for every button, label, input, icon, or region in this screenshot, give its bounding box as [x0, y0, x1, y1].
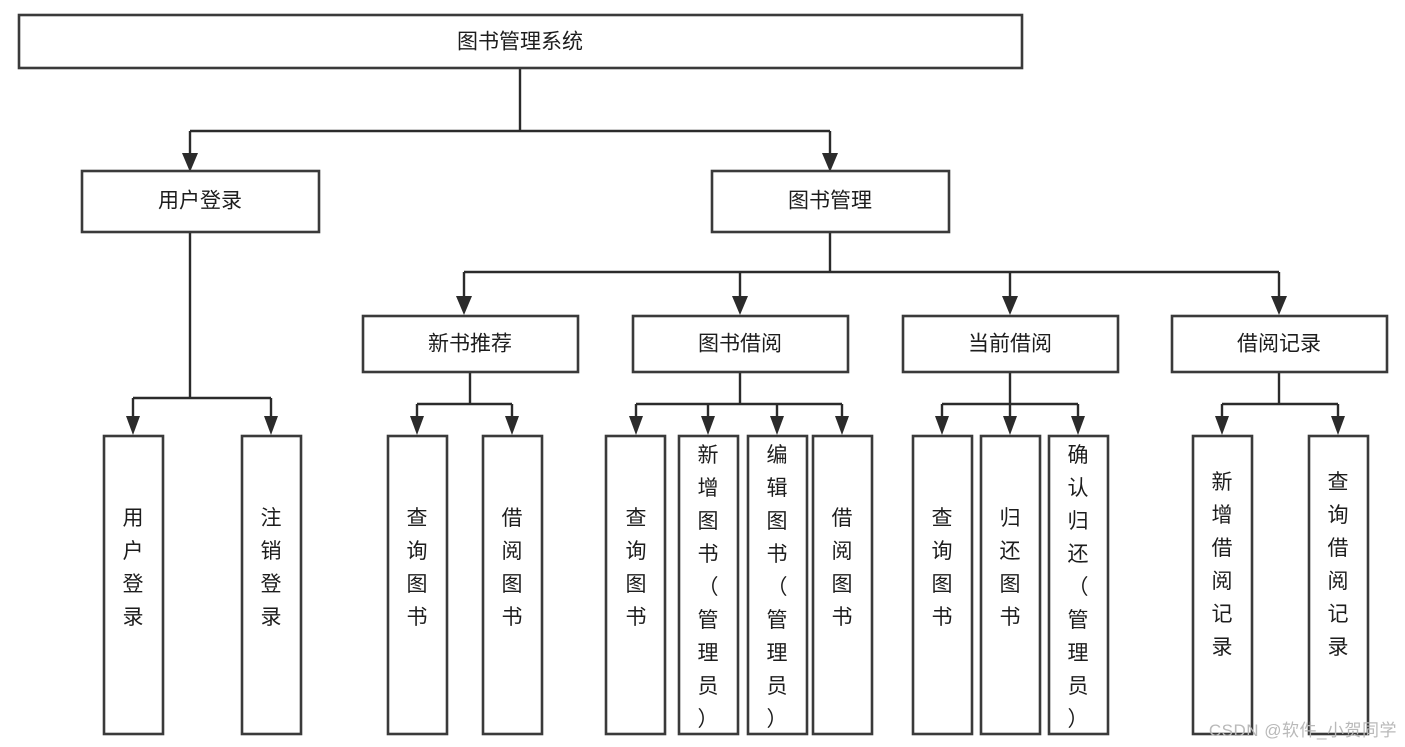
- leaf-current-borrow-2-label: 确认归还（管理员）: [1068, 444, 1089, 731]
- node-current-borrow-box[interactable]: [901, 314, 1120, 374]
- node-book-borrow[interactable]: 图书借阅: [631, 314, 850, 374]
- arrowhead-leaf-borrow-record-0: [1215, 416, 1229, 435]
- leaf-new-book-1-label: 借阅图书: [502, 507, 523, 629]
- leaf-book-borrow-1-label: 新增图书（管理员）: [698, 444, 719, 731]
- arrowhead-borrow-record: [1271, 296, 1287, 315]
- node-new-book-recommend-label: 新书推荐: [428, 333, 512, 356]
- node-root[interactable]: 图书管理系统: [17, 13, 1024, 70]
- leaf-book-borrow-1-box[interactable]: [677, 434, 740, 736]
- leaf-borrow-record-0-box[interactable]: [1191, 434, 1254, 736]
- leaf-new-book-1[interactable]: 借阅图书: [481, 434, 544, 736]
- node-user-login-box[interactable]: [80, 169, 321, 234]
- arrowhead-leaf-book-borrow-1: [701, 416, 715, 435]
- csdn-watermark: CSDN @软件_小贺同学: [1208, 721, 1397, 740]
- arrowhead-current-borrow: [1002, 296, 1018, 315]
- leaf-current-borrow-2[interactable]: 确认归还（管理员）: [1047, 434, 1110, 736]
- arrowhead-leaf-new-book-1: [505, 416, 519, 435]
- node-book-management-box[interactable]: [710, 169, 951, 234]
- leaf-new-book-1-box[interactable]: [481, 434, 544, 736]
- leaf-book-borrow-0-box[interactable]: [604, 434, 667, 736]
- leaf-user-login-0[interactable]: 用户登录: [102, 434, 165, 736]
- node-book-management-label: 图书管理: [788, 190, 872, 213]
- leaf-borrow-record-1-box[interactable]: [1307, 434, 1370, 736]
- leaf-borrow-record-1-label: 查询借阅记录: [1328, 471, 1349, 659]
- node-new-book-recommend[interactable]: 新书推荐: [361, 314, 580, 374]
- node-book-management[interactable]: 图书管理: [710, 169, 951, 234]
- leaf-book-borrow-2[interactable]: 编辑图书（管理员）: [746, 434, 809, 736]
- leaf-new-book-0[interactable]: 查询图书: [386, 434, 449, 736]
- leaf-new-book-0-box[interactable]: [386, 434, 449, 736]
- leaf-current-borrow-1-label: 归还图书: [1000, 507, 1021, 629]
- node-current-borrow-label: 当前借阅: [968, 333, 1052, 356]
- node-root-box[interactable]: [17, 13, 1024, 70]
- leaf-book-borrow-0-label: 查询图书: [626, 507, 647, 629]
- leaf-book-borrow-2-label: 编辑图书（管理员）: [767, 444, 788, 731]
- node-new-book-recommend-box[interactable]: [361, 314, 580, 374]
- node-book-borrow-box[interactable]: [631, 314, 850, 374]
- node-user-login[interactable]: 用户登录: [80, 169, 321, 234]
- leaf-current-borrow-2-box[interactable]: [1047, 434, 1110, 736]
- arrowhead-new-book: [456, 296, 472, 315]
- leaf-current-borrow-1-box[interactable]: [979, 434, 1042, 736]
- leaf-current-borrow-1[interactable]: 归还图书: [979, 434, 1042, 736]
- arrowhead-leaf-book-borrow-3: [835, 416, 849, 435]
- arrowhead-user-login: [182, 153, 198, 172]
- node-root-label: 图书管理系统: [457, 31, 583, 54]
- leaf-borrow-record-0-label: 新增借阅记录: [1212, 471, 1233, 659]
- leaf-user-login-1[interactable]: 注销登录: [240, 434, 303, 736]
- leaf-user-login-0-box[interactable]: [102, 434, 165, 736]
- node-borrow-record[interactable]: 借阅记录: [1170, 314, 1389, 374]
- leaf-book-borrow-3-box[interactable]: [811, 434, 874, 736]
- arrowhead-leaf-current-borrow-1: [1003, 416, 1017, 435]
- arrowhead-leaf-book-borrow-0: [629, 416, 643, 435]
- node-borrow-record-label: 借阅记录: [1237, 333, 1321, 356]
- leaf-borrow-record-1[interactable]: 查询借阅记录: [1307, 434, 1370, 736]
- leaf-book-borrow-3[interactable]: 借阅图书: [811, 434, 874, 736]
- leaf-new-book-0-label: 查询图书: [407, 507, 428, 629]
- connector-layer: [126, 68, 1345, 435]
- leaf-user-login-1-box[interactable]: [240, 434, 303, 736]
- leaf-book-borrow-1[interactable]: 新增图书（管理员）: [677, 434, 740, 736]
- node-user-login-label: 用户登录: [158, 190, 242, 213]
- arrowhead-leaf-user-login-1: [264, 416, 278, 435]
- leaf-current-borrow-0-label: 查询图书: [932, 507, 953, 629]
- leaf-book-borrow-2-box[interactable]: [746, 434, 809, 736]
- arrowhead-leaf-current-borrow-2: [1071, 416, 1085, 435]
- arrowhead-leaf-user-login-0: [126, 416, 140, 435]
- arrowhead-book-mgmt: [822, 153, 838, 172]
- arrowhead-book-borrow: [732, 296, 748, 315]
- leaf-book-borrow-0[interactable]: 查询图书: [604, 434, 667, 736]
- node-current-borrow[interactable]: 当前借阅: [901, 314, 1120, 374]
- arrowhead-leaf-current-borrow-0: [935, 416, 949, 435]
- arrowhead-leaf-new-book-0: [410, 416, 424, 435]
- leaf-book-borrow-3-label: 借阅图书: [832, 507, 853, 629]
- arrowhead-leaf-book-borrow-2: [770, 416, 784, 435]
- leaf-current-borrow-0[interactable]: 查询图书: [911, 434, 974, 736]
- node-book-borrow-label: 图书借阅: [698, 333, 782, 356]
- leaf-user-login-1-label: 注销登录: [261, 507, 282, 629]
- leaf-borrow-record-0[interactable]: 新增借阅记录: [1191, 434, 1254, 736]
- arrowhead-leaf-borrow-record-1: [1331, 416, 1345, 435]
- node-borrow-record-box[interactable]: [1170, 314, 1389, 374]
- leaf-current-borrow-0-box[interactable]: [911, 434, 974, 736]
- leaf-user-login-0-label: 用户登录: [123, 507, 144, 629]
